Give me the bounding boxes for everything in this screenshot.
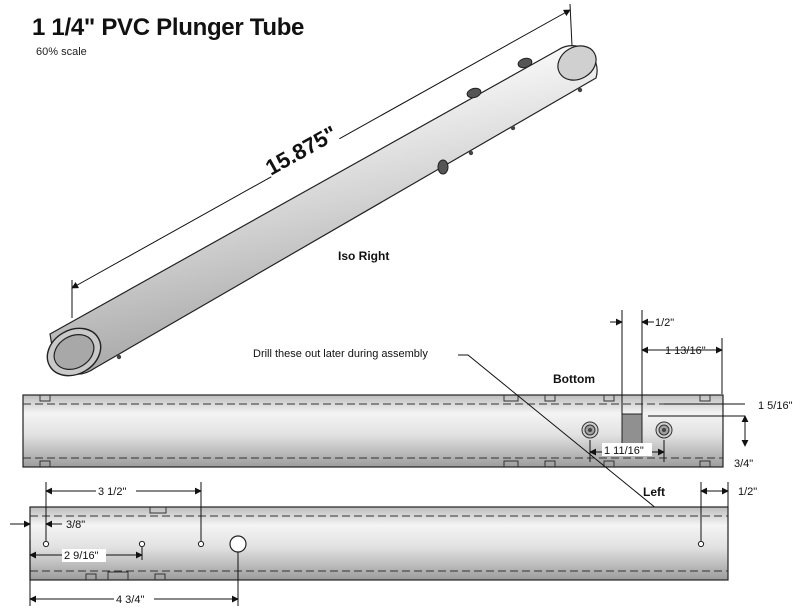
left-hole-2 — [138, 540, 146, 548]
view-label-bottom: Bottom — [553, 372, 595, 386]
bottom-hole-left — [581, 421, 599, 439]
left-hole-end — [697, 540, 705, 548]
iso-tube-body — [49, 45, 598, 375]
drill-note-leader — [458, 354, 701, 545]
dim-left-hole-1: 3 1/2" — [98, 486, 126, 498]
iso-hole-small-4 — [116, 354, 122, 360]
dim-bottom-height: 3/4" — [734, 458, 753, 470]
iso-far-end — [557, 45, 597, 81]
dim-bottom-slot-offset: 1 13/16" — [665, 345, 706, 357]
left-hole-1 — [42, 540, 50, 548]
dim-left-end-offset: 1/2" — [738, 486, 757, 498]
overall-length-label: 15.875" — [261, 121, 341, 181]
dim-bottom-hole-spacing: 1 11/16" — [604, 445, 644, 457]
bottom-dim-labels: 1/2" 1 13/16" 1 5/16" 1 11/16" 3/4" — [602, 317, 793, 470]
drill-note: Drill these out later during assembly — [253, 348, 428, 360]
dim-bottom-slot-width: 1/2" — [655, 317, 674, 329]
overall-length-dimension: 15.875" — [71, 3, 573, 318]
dim-left-hole-3: 2 9/16" — [64, 550, 99, 562]
iso-near-end-bore — [53, 334, 95, 370]
iso-hole-large-1 — [517, 57, 533, 69]
dim-left-hole-2: 3/8" — [66, 519, 85, 531]
iso-hole-large-3 — [437, 159, 449, 175]
view-label-left: Left — [643, 485, 665, 499]
dim-left-hole-4: 4 3/4" — [116, 594, 144, 606]
left-hole-large — [229, 535, 247, 553]
left-hole-3 — [197, 540, 205, 548]
left-tube-body — [29, 506, 729, 581]
left-dim-labels: 3 1/2" 3/8" 2 9/16" 4 3/4" 1/2" — [62, 484, 757, 606]
iso-hole-large-2 — [466, 87, 482, 99]
iso-view: 15.875" — [46, 3, 598, 377]
dim-bottom-vertical: 1 5/16" — [758, 400, 793, 412]
left-view — [29, 506, 729, 581]
bottom-hole-right — [655, 421, 673, 439]
iso-hole-small-3 — [468, 150, 474, 156]
bottom-slot — [621, 413, 643, 447]
view-label-iso-right: Iso Right — [338, 249, 389, 263]
iso-hole-small-2 — [510, 125, 516, 131]
iso-hole-small-1 — [577, 87, 583, 93]
